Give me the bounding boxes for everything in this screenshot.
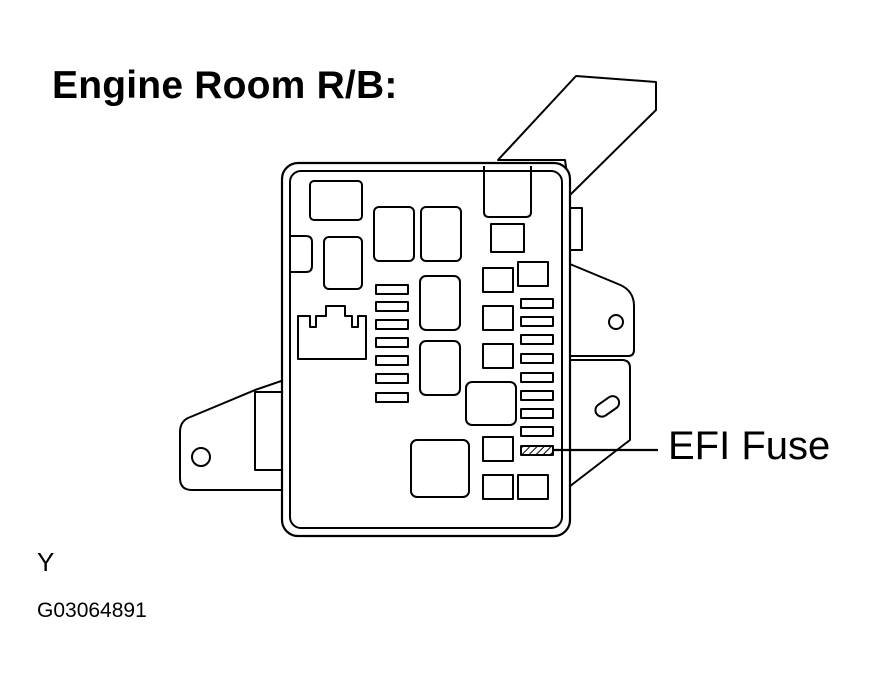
- edge-relay: [290, 235, 313, 273]
- relay-socket: [517, 474, 549, 500]
- relay-socket: [419, 275, 461, 331]
- fuse-slot: [375, 392, 409, 403]
- efi-fuse-callout-label: EFI Fuse: [668, 424, 831, 468]
- left-bracket: [179, 377, 292, 491]
- figure-id: G03064891: [37, 599, 147, 622]
- relay-block-inner-wall: [289, 170, 563, 529]
- relay-socket: [482, 474, 514, 500]
- relay-socket: [482, 305, 514, 331]
- relay-socket: [419, 340, 461, 396]
- fuse-slot: [375, 301, 409, 312]
- fuse-slot: [520, 298, 554, 309]
- relay-socket: [373, 206, 415, 262]
- fuse-slot: [520, 426, 554, 437]
- relay-socket: [490, 223, 525, 253]
- fuse-slot: [520, 372, 554, 383]
- relay-socket: [482, 267, 514, 293]
- mount-slot: [594, 395, 621, 418]
- fuse-slot: [520, 334, 554, 345]
- fuse-slot: [375, 319, 409, 330]
- left-bracket-hole: [191, 447, 211, 467]
- fuse-slot: [520, 316, 554, 327]
- relay-socket: [420, 206, 462, 262]
- top-mounting-tab: [497, 75, 657, 196]
- efi-fuse: [520, 445, 554, 456]
- fuse-slot: [375, 355, 409, 366]
- connector-socket: [297, 305, 367, 360]
- fuse-slot: [375, 373, 409, 384]
- fuse-slot: [375, 337, 409, 348]
- relay-socket: [410, 439, 470, 498]
- fuse-slot: [375, 284, 409, 295]
- diagram-title: Engine Room R/B:: [52, 64, 398, 107]
- relay-socket: [323, 236, 363, 290]
- relay-block-housing: [280, 161, 572, 538]
- relay-socket: [465, 381, 517, 426]
- relay-socket: [482, 436, 514, 462]
- right-bracket-hole: [608, 314, 624, 330]
- right-bracket: [564, 261, 635, 357]
- relay-socket: [482, 343, 514, 369]
- view-code: Y: [37, 547, 55, 577]
- relay-socket: [483, 166, 532, 218]
- relay-socket: [517, 261, 549, 287]
- fuse-column-left: [375, 284, 409, 403]
- fuse-column-right: [520, 298, 554, 437]
- lower-right-mount: [564, 359, 631, 491]
- fuse-slot: [520, 408, 554, 419]
- fuse-slot: [520, 353, 554, 364]
- fuse-slot: [520, 390, 554, 401]
- relay-socket: [309, 180, 363, 221]
